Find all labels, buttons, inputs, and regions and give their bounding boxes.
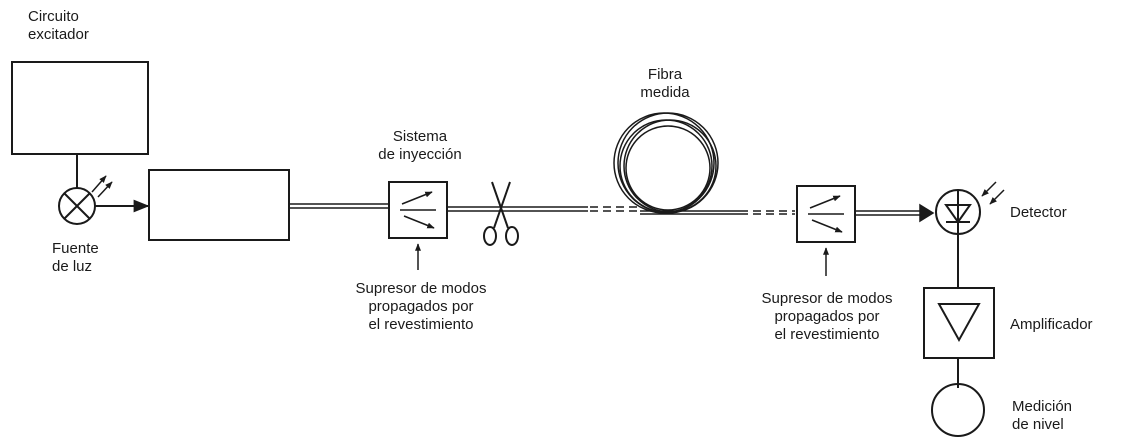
fiber-dashed-right [740, 210, 795, 215]
fiber-segment-1 [289, 203, 389, 209]
mode-stripper-right-label: Supresor de modos propagados por el reve… [761, 290, 893, 343]
injection-system-label: Sistema de inyección [378, 128, 462, 163]
detector-light-arrows [981, 181, 1005, 205]
light-source-icon [58, 187, 96, 225]
fiber-dashed-left [590, 206, 640, 212]
launch-box [148, 169, 290, 241]
photodiode-icon [935, 189, 981, 235]
amplifier-label: Amplificador [1010, 316, 1093, 333]
amplifier-box [923, 287, 995, 359]
level-meter-label: Medición de nivel [1012, 398, 1073, 433]
detector-label: Detector [1010, 204, 1067, 221]
driver-circuit-box [11, 61, 149, 155]
driver-circuit-label: Circuito excitador [28, 8, 89, 43]
light-emission-icon [91, 175, 113, 198]
measured-fiber-label: Fibra medida [640, 66, 690, 101]
mode-stripper-right [796, 185, 856, 243]
scissors-icon [483, 181, 519, 246]
mode-stripper-left [388, 181, 448, 239]
mode-stripper-left-label: Supresor de modos propagados por el reve… [355, 280, 487, 333]
level-meter-circle [931, 383, 985, 437]
fiber-coil-icon [613, 112, 740, 215]
fiber-segment-2 [447, 206, 588, 212]
fiber-to-detector [855, 203, 935, 223]
light-source-label: Fuente de luz [52, 240, 99, 275]
